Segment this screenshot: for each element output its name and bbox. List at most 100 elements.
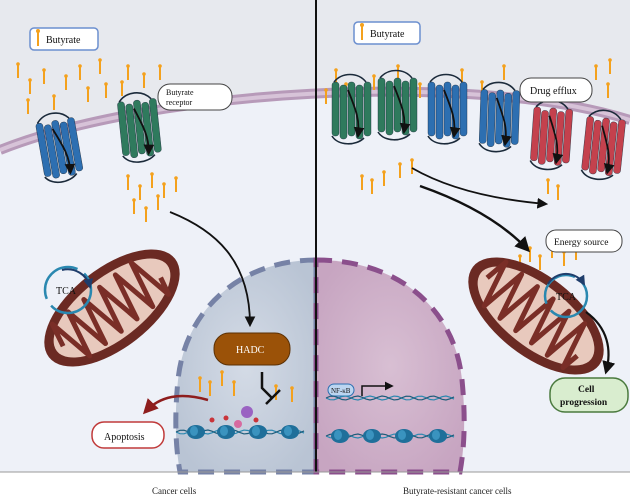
butyrate-molecule: [156, 194, 160, 210]
nucleosome: [395, 429, 413, 443]
butyrate-molecule: [86, 86, 90, 102]
arrow-to-hadc: [169, 211, 256, 328]
butyrate-molecule: [370, 178, 374, 194]
butyrate-molecule: [26, 98, 30, 114]
butyrate-molecule: [16, 62, 20, 78]
tca-cycle-right: TCA: [543, 272, 589, 319]
butyrate-molecule: [232, 380, 236, 396]
drug-efflux-pump-1: [529, 99, 573, 171]
butyrate-molecule: [372, 74, 376, 90]
butyrate-molecule: [142, 72, 146, 88]
butyrate-molecule: [132, 198, 136, 214]
butyrate-molecule: [150, 172, 154, 188]
butyrate-receptor-blue-right-1: [427, 73, 468, 145]
nfkb-promoter: NF-κB: [327, 381, 394, 397]
drug-efflux-pump-2: [580, 109, 626, 181]
nucleosome: [249, 425, 267, 439]
butyrate-molecule: [162, 182, 166, 198]
hadc-enzyme: HADC: [213, 332, 291, 366]
cell-progression-line2: progression: [560, 398, 608, 408]
hadc-inhibition: [260, 372, 281, 405]
butyrate-receptor-blue-left: [35, 112, 83, 184]
butyrate-molecule: [324, 88, 328, 104]
butyrate-molecule: [410, 158, 414, 174]
mitochondrion-right: [468, 257, 604, 375]
butyrate-molecule: [556, 184, 560, 200]
arrow-to-apoptosis: [142, 394, 209, 415]
arrow-to-mitochondria: [419, 184, 531, 253]
butyrate-molecule: [158, 64, 162, 80]
butyrate-receptor-label-line2: receptor: [166, 98, 193, 107]
butyrate-molecule: [208, 380, 212, 396]
butyrate-molecule: [502, 64, 506, 80]
nucleus-right: [313, 257, 467, 475]
nfkb-label: NF-κB: [331, 387, 351, 395]
butyrate-molecule: [138, 184, 142, 200]
mitochondrion-left: [44, 249, 180, 367]
energy-source-callout: Energy source: [545, 229, 623, 253]
butyrate-molecule: [120, 80, 124, 96]
nucleosome: [429, 429, 447, 443]
butyrate-molecule: [360, 174, 364, 190]
butyrate-molecule: [126, 174, 130, 190]
butyrate-molecule: [52, 94, 56, 110]
drug-efflux-callout: Drug efflux: [519, 77, 593, 103]
butyrate-molecule: [198, 376, 202, 392]
butyrate-molecule: [398, 162, 402, 178]
dna-left: [175, 425, 305, 439]
arrow-to-progression: [585, 311, 616, 375]
epigenetic-marks: [209, 406, 259, 428]
tca-label-right: TCA: [556, 292, 577, 303]
nucleosome: [217, 425, 235, 439]
butyrate-receptor-green-right-2: [377, 69, 418, 141]
caption-right: Butyrate-resistant cancer cells: [403, 486, 512, 496]
butyrate-molecule: [144, 206, 148, 222]
nucleosome: [187, 425, 205, 439]
apoptosis-box: Apoptosis: [91, 421, 165, 449]
butyrate-molecule: [606, 82, 610, 98]
butyrate-molecule: [174, 176, 178, 192]
butyrate-legend-left-label: Butyrate: [46, 35, 81, 46]
butyrate-receptor-blue-right-2: [478, 81, 521, 153]
nucleosome: [363, 429, 381, 443]
tca-cycle-left: TCA: [43, 265, 94, 315]
butyrate-molecule: [396, 64, 400, 80]
butyrate-molecule: [290, 386, 294, 402]
butyrate-molecule: [28, 78, 32, 94]
drug-efflux-label: Drug efflux: [530, 86, 577, 97]
nucleosome: [331, 429, 349, 443]
butyrate-receptor-callout: Butyrate receptor: [157, 83, 233, 111]
butyrate-legend-left: Butyrate: [29, 27, 99, 51]
butyrate-molecule: [104, 82, 108, 98]
butyrate-molecule: [126, 64, 130, 80]
tca-label-left: TCA: [56, 286, 77, 297]
butyrate-molecule: [594, 64, 598, 80]
receptors: [35, 69, 626, 184]
butyrate-molecule: [418, 82, 422, 98]
butyrate-molecule: [78, 64, 82, 80]
butyrate-molecule: [64, 74, 68, 90]
butyrate-legend-right-label: Butyrate: [370, 29, 405, 40]
butyrate-molecule: [538, 254, 542, 270]
butyrate-molecule: [334, 68, 338, 84]
nucleosome: [281, 425, 299, 439]
butyrate-receptor-green-left: [117, 92, 162, 163]
arrow-to-efflux: [411, 167, 549, 209]
dna-right: [325, 395, 455, 443]
butyrate-receptor-green-right-1: [331, 73, 372, 145]
hadc-label: HADC: [236, 345, 265, 356]
butyrate-molecule: [42, 68, 46, 84]
caption-left: Cancer cells: [152, 486, 197, 496]
butyrate-molecule: [382, 170, 386, 186]
cell-progression-line1: Cell: [578, 385, 595, 395]
butyrate-molecule: [98, 58, 102, 74]
butyrate-molecule: [220, 370, 224, 386]
butyrate-molecule: [546, 178, 550, 194]
butyrate-receptor-label-line1: Butyrate: [166, 88, 194, 97]
butyrate-molecule: [608, 58, 612, 74]
energy-source-label: Energy source: [554, 238, 608, 248]
apoptosis-label: Apoptosis: [104, 432, 145, 443]
cell-progression-box: Cell progression: [549, 377, 629, 413]
butyrate-legend-right: Butyrate: [353, 21, 421, 45]
